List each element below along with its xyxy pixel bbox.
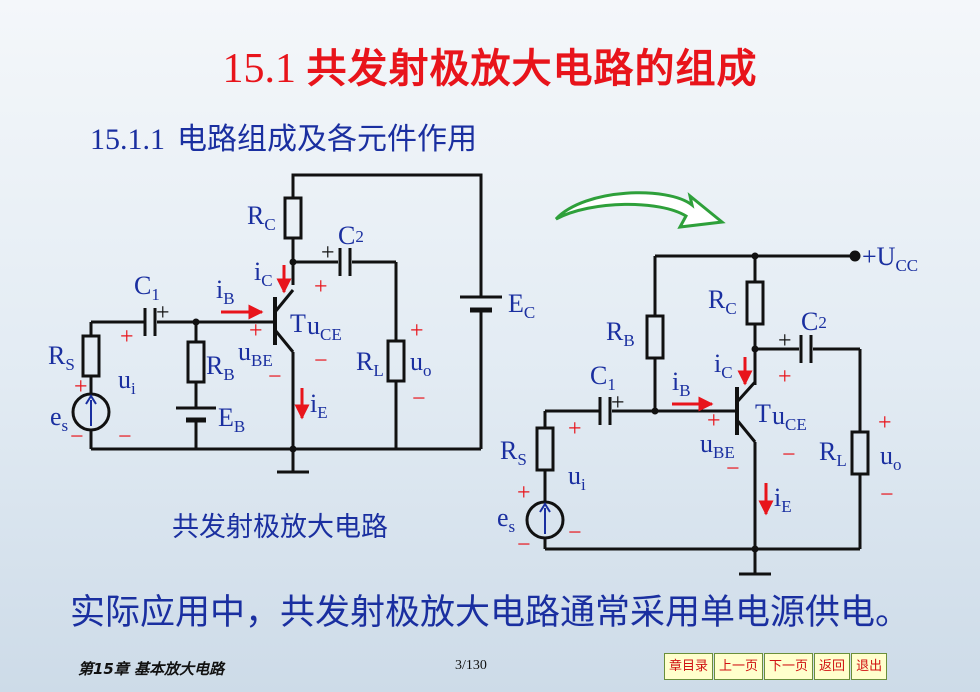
left-current-arrows bbox=[221, 265, 310, 420]
svg-text:−: − bbox=[118, 424, 132, 450]
svg-text:−: − bbox=[314, 348, 328, 374]
left-circuit-caption: 共发射极放大电路 bbox=[172, 512, 388, 542]
label-rl: RL bbox=[356, 347, 384, 380]
label-c1b: C1 bbox=[590, 361, 616, 394]
label-ui: ui bbox=[118, 365, 136, 398]
title-number: 15.1 bbox=[222, 46, 297, 92]
page-title: 15.1 共发射极放大电路的组成 bbox=[0, 36, 980, 94]
svg-text:−: − bbox=[517, 532, 531, 558]
label-uce: uCE bbox=[307, 311, 342, 344]
label-c2: C2 bbox=[338, 221, 364, 250]
label-ube: uBE bbox=[238, 337, 273, 370]
label-rc2: RC bbox=[708, 285, 737, 318]
label-t: T bbox=[290, 309, 306, 338]
svg-text:+: + bbox=[878, 410, 892, 436]
label-rs: RS bbox=[48, 341, 75, 374]
label-c1: C1 bbox=[134, 271, 160, 304]
nav-exit-button[interactable]: 退出 bbox=[851, 653, 888, 680]
right-circuit bbox=[525, 250, 870, 576]
svg-text:−: − bbox=[70, 424, 84, 450]
label-ib2: iB bbox=[672, 367, 691, 400]
section-subtitle: 15.1.1 电路组成及各元件作用 bbox=[90, 114, 477, 158]
rb2-resistor bbox=[645, 314, 665, 360]
label-eb: EB bbox=[218, 403, 245, 436]
page-number: 3/130 bbox=[455, 658, 487, 673]
rl-resistor bbox=[386, 339, 406, 383]
svg-text:−: − bbox=[880, 482, 894, 508]
label-c2b: C2 bbox=[801, 307, 827, 336]
left-circuit bbox=[71, 173, 502, 474]
title-text: 共发射极放大电路的组成 bbox=[306, 46, 758, 92]
svg-text:+: + bbox=[611, 390, 625, 416]
svg-text:+: + bbox=[74, 374, 88, 400]
label-ic: iC bbox=[254, 257, 273, 290]
label-ib: iB bbox=[216, 275, 235, 308]
label-uo: uo bbox=[410, 347, 432, 380]
label-ic2: iC bbox=[714, 349, 733, 382]
left-dots bbox=[192, 258, 297, 453]
svg-text:+: + bbox=[156, 300, 170, 326]
label-rb2: RB bbox=[606, 317, 635, 350]
rb-resistor bbox=[186, 340, 206, 384]
svg-text:−: − bbox=[568, 520, 582, 546]
svg-text:−: − bbox=[268, 364, 282, 390]
svg-text:+: + bbox=[410, 318, 424, 344]
nav-return-button[interactable]: 返回 bbox=[814, 653, 851, 680]
rl2-resistor bbox=[850, 430, 870, 476]
right-current-arrows bbox=[672, 357, 774, 516]
svg-text:+: + bbox=[120, 324, 134, 350]
svg-text:+: + bbox=[321, 240, 335, 266]
subtitle-text: 电路组成及各元件作用 bbox=[177, 123, 477, 156]
label-ie2: iE bbox=[774, 483, 792, 516]
label-uo2: uo bbox=[880, 441, 902, 474]
label-rb: RB bbox=[206, 351, 235, 384]
svg-text:+: + bbox=[249, 318, 263, 344]
subtitle-number: 15.1.1 bbox=[90, 123, 165, 156]
rs-resistor bbox=[81, 334, 101, 378]
nav-bar: 章目录 上一页 下一页 返回 退出 bbox=[664, 653, 888, 680]
label-uce2: uCE bbox=[772, 401, 807, 434]
svg-text:+: + bbox=[707, 408, 721, 434]
rc-resistor bbox=[283, 196, 303, 240]
svg-text:+: + bbox=[778, 364, 792, 390]
svg-text:+: + bbox=[314, 274, 328, 300]
svg-text:+: + bbox=[778, 328, 792, 354]
label-es: es bbox=[50, 402, 68, 435]
label-ucc: +UCC bbox=[862, 242, 918, 275]
nav-prev-button[interactable]: 上一页 bbox=[714, 653, 764, 680]
nav-chapter-toc-button[interactable]: 章目录 bbox=[664, 653, 714, 680]
label-t2: T bbox=[755, 399, 771, 428]
nav-next-button[interactable]: 下一页 bbox=[764, 653, 814, 680]
label-ui2: ui bbox=[568, 461, 586, 494]
svg-text:−: − bbox=[726, 456, 740, 482]
rc2-resistor bbox=[745, 280, 765, 326]
label-rs2: RS bbox=[500, 436, 527, 469]
svg-text:+: + bbox=[568, 416, 582, 442]
label-rc: RC bbox=[247, 201, 276, 234]
rs2-resistor bbox=[535, 426, 555, 472]
label-ie: iE bbox=[310, 389, 328, 422]
footer-chapter: 第15章 基本放大电路 bbox=[78, 660, 225, 678]
transform-arrow bbox=[554, 191, 726, 229]
label-ube2: uBE bbox=[700, 429, 735, 462]
label-rl2: RL bbox=[819, 437, 847, 470]
svg-text:−: − bbox=[782, 442, 796, 468]
label-es2: es bbox=[497, 503, 515, 536]
svg-text:+: + bbox=[517, 480, 531, 506]
summary-text: 实际应用中，共发射极放大电路通常采用单电源供电。 bbox=[70, 593, 911, 632]
right-dots bbox=[651, 252, 759, 553]
label-ec: EC bbox=[508, 289, 535, 322]
svg-text:−: − bbox=[412, 386, 426, 412]
